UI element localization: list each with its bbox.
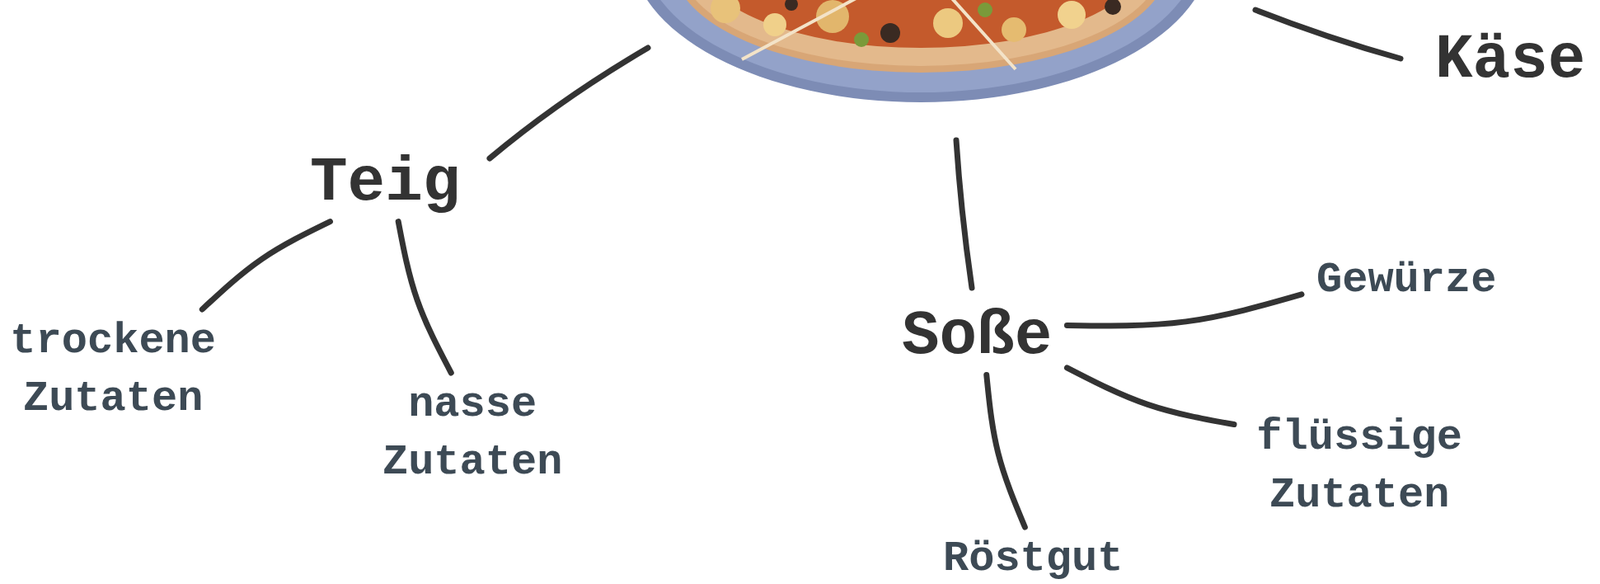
mind-map-node: Gewürze [1301, 248, 1511, 313]
pizza-crust [673, 0, 1169, 73]
pizza-sauce [696, 0, 1145, 48]
plate-rim [640, 0, 1202, 93]
plate [630, 0, 1211, 103]
leader-line [489, 47, 648, 159]
mind-map-node: Käse [1420, 23, 1600, 99]
node-label: Teig [309, 149, 460, 219]
mind-map-node: trockene Zutaten [0, 309, 239, 432]
node-label: Gewürze [1316, 251, 1497, 310]
mind-map-node: flüssige Zutaten [1234, 405, 1485, 528]
branch-line [1066, 367, 1235, 425]
branch-line [986, 375, 1026, 527]
mind-map-node: Röstgut [928, 526, 1138, 584]
pizza-slice-cuts [741, 0, 1016, 70]
node-label: nasse Zutaten [361, 375, 583, 492]
node-label: Käse [1435, 26, 1586, 96]
node-label: Röstgut [943, 530, 1123, 584]
leader-line [956, 140, 972, 288]
pizza-toppings [710, 0, 1122, 47]
branch-line [1066, 294, 1302, 326]
branch-line [398, 221, 451, 373]
node-label: trockene Zutaten [2, 312, 224, 428]
mind-map-node: Soße [886, 299, 1067, 376]
leader-lines [489, 9, 1401, 288]
pizza-crust-light [680, 0, 1162, 66]
leader-line [1255, 9, 1401, 59]
mind-map-node: nasse Zutaten [347, 372, 598, 495]
node-label: flüssige Zutaten [1248, 408, 1470, 525]
node-label: Soße [901, 302, 1052, 372]
mind-map-node: Teig [295, 145, 475, 222]
branch-line [201, 221, 330, 310]
